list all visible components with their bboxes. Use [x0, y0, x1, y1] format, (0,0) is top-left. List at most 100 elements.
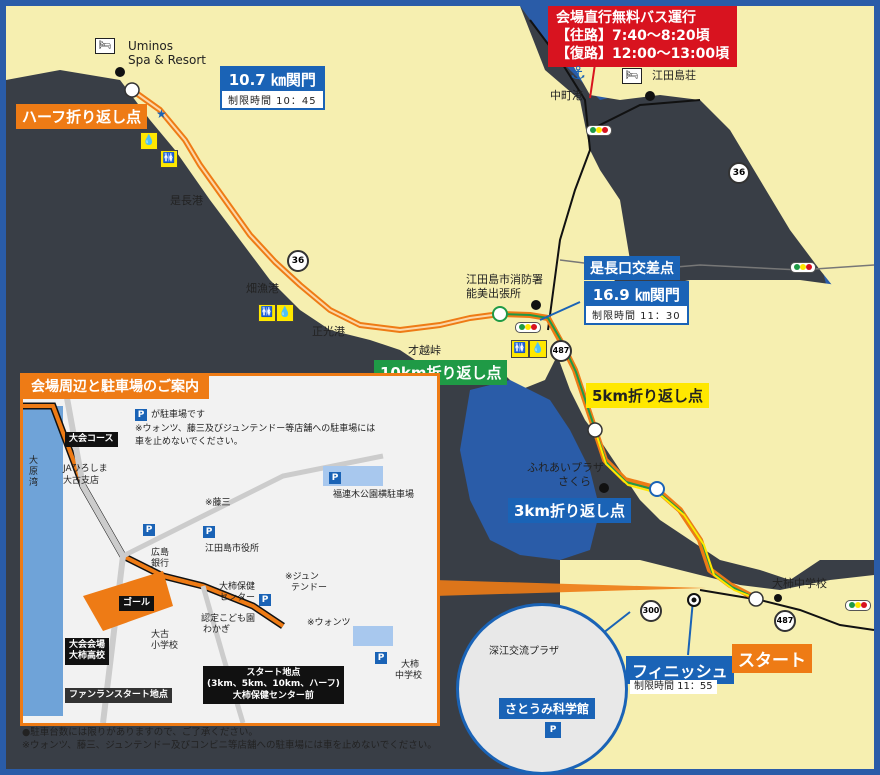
- five-km-turn-callout: 5km折り返し点: [586, 383, 710, 408]
- start-location-1: スタート地点: [246, 668, 301, 678]
- anchor-icon: ⚓: [570, 63, 587, 84]
- route-36-west: 36: [287, 250, 309, 272]
- traffic-light-icon: [845, 600, 871, 611]
- hoken-center-label-1: 大柿保健: [219, 582, 256, 592]
- finish-limit: 制限時間 11：55: [630, 680, 717, 694]
- start-location-3: 大柿保健センター前: [232, 690, 314, 701]
- route-300: 300: [640, 600, 662, 622]
- water-icon: 💧: [140, 132, 158, 150]
- parking-icon: P: [329, 472, 341, 484]
- fanrun-start-label: ファンランスタート地点: [65, 688, 172, 704]
- three-km-turn-point: [649, 481, 665, 497]
- venue-label-1: 大会会場: [69, 640, 106, 650]
- goal-label: ゴール: [119, 596, 155, 612]
- etajimaso-label: 江田島荘: [652, 69, 696, 82]
- free-bus-return: 【復路】12:00～13:00頃: [556, 46, 730, 63]
- route-487-south: 487: [774, 610, 796, 632]
- route-36-north: 36: [728, 162, 750, 184]
- ogaki-jhs-inset-label-2: 中学校: [395, 671, 423, 681]
- fureai-label-1: ふれあいプラザ: [527, 461, 604, 474]
- venue-label: 大会会場 大柿高校: [65, 638, 110, 665]
- note-2: ※ウォンツ、藤三、ジュンテンドー及びコンビニ等店舗への駐車場には車を止めないでく…: [22, 740, 437, 752]
- cut-off-10-7: 10.7 ㎞関門 制限時間 10：45: [220, 66, 325, 110]
- free-bus-outbound: 【往路】7:40～8:20頃: [556, 28, 710, 45]
- resort-label: Uminos Spa & Resort: [128, 39, 206, 67]
- half-turn-callout: ハーフ折り返し点: [16, 104, 148, 129]
- traffic-light-icon: [790, 262, 816, 273]
- free-bus-banner: 会場直行無料バス運行 【往路】7:40～8:20頃 【復路】12:00～13:0…: [548, 6, 738, 67]
- inset-title: 会場周辺と駐車場のご案内: [23, 373, 209, 399]
- bed-icon: 🛏: [622, 68, 642, 84]
- free-bus-title: 会場直行無料バス運行: [556, 10, 696, 26]
- ogaki-jhs-inset-label-1: 大柿: [401, 660, 420, 670]
- satoumi-museum-label: さとうみ科学館: [499, 698, 596, 719]
- water-icon: 💧: [529, 340, 547, 358]
- fukae-plaza-label: 深江交流プラザ: [489, 646, 559, 657]
- hatamyo-port-label: 畑漁港: [246, 282, 279, 295]
- three-km-turn-callout: 3km折り返し点: [508, 498, 632, 523]
- nakamachi-port-label: 中町港: [550, 89, 583, 102]
- toilet-icon: 🚻: [511, 340, 529, 358]
- fire-station-label-2: 能美出張所: [466, 287, 521, 300]
- parking-note-1: ※ウォンツ、藤三及びジュンテンドー等店舗への駐車場には: [135, 424, 376, 434]
- cut-off-16-9-distance: 16.9 ㎞関門: [586, 283, 687, 306]
- saka-pass-label: 才越峠: [408, 344, 441, 357]
- cut-off-16-9-limit: 制限時間 11：30: [592, 311, 681, 322]
- parking-icon: P: [375, 652, 387, 664]
- parking-note-2: 車を止めないでください。: [135, 437, 243, 447]
- toilet-icon: 🚻: [160, 150, 178, 168]
- star-icon: ★: [156, 107, 167, 121]
- note-1: ●駐車台数には限りがありますので、ご了承ください。: [22, 727, 258, 738]
- wants-label: ※ウォンツ: [307, 618, 351, 628]
- kodomoen-label-1: 認定こども園: [201, 614, 256, 624]
- venue-parking-inset: 会場周辺と駐車場のご案内 P が駐車場です ※ウォンツ、藤三及びジュンテンドー等…: [20, 373, 440, 726]
- korenaga-port-label: 是長港: [170, 194, 203, 207]
- course-label: 大会コース: [65, 432, 118, 448]
- ten-km-turn-point: [492, 306, 508, 322]
- cut-off-16-9: 16.9 ㎞関門 制限時間 11：30: [584, 281, 689, 325]
- city-office-label: 江田島市役所: [205, 544, 260, 554]
- footer-notes: ●駐車台数には限りがありますので、ご了承ください。 ※ウォンツ、藤三、ジュンテン…: [22, 726, 437, 753]
- parking-icon: P: [203, 526, 215, 538]
- inset-map-canvas: [23, 376, 437, 723]
- venue-label-2: 大柿高校: [69, 651, 106, 662]
- bed-icon: 🛏: [95, 38, 115, 54]
- oharawan-label: 大原湾: [29, 456, 39, 488]
- parking-icon: P: [545, 722, 561, 738]
- hiroshima-bank-label-1: 広島: [151, 548, 170, 558]
- traffic-light-icon: [515, 322, 541, 333]
- kodomoen-label-2: わかぎ: [203, 625, 231, 635]
- fujisan-label: ※藤三: [205, 498, 231, 508]
- parking-legend: が駐車場です: [151, 410, 206, 420]
- jhs-dot: [774, 594, 782, 602]
- hiroshima-bank-label-2: 銀行: [151, 559, 170, 569]
- satoumi-inset: 深江交流プラザ さとうみ科学館 P: [456, 603, 628, 775]
- ogo-es-label-1: 大古: [151, 630, 170, 640]
- traffic-light-icon: [586, 125, 612, 136]
- ja-label-1: JAひろしま: [63, 464, 108, 474]
- ogo-es-label-2: 小学校: [151, 641, 179, 651]
- toilet-icon: 🚻: [258, 304, 276, 322]
- half-turn-point: [124, 82, 140, 98]
- route-487-mid: 487: [550, 340, 572, 362]
- etajimaso-dot: [645, 91, 655, 101]
- parking-icon: P: [143, 524, 155, 536]
- start-callout: スタート: [732, 644, 812, 673]
- fureai-label-2: さくら: [558, 475, 591, 488]
- cut-off-10-7-distance: 10.7 ㎞関門: [222, 68, 323, 91]
- juntendo-label-2: テンドー: [291, 583, 328, 593]
- start-location-label: スタート地点 (3km、5km、10km、ハーフ) 大柿保健センター前: [203, 666, 344, 704]
- finish-callout: フィニッシュ: [626, 656, 734, 684]
- fire-station-label-1: 江田島市消防署: [466, 273, 543, 286]
- start-point: [748, 591, 764, 607]
- juntendo-label-1: ※ジュン: [285, 572, 319, 582]
- resort-dot: [115, 67, 125, 77]
- korenagaguchi-intersection: 是長口交差点: [584, 256, 680, 280]
- ja-label-2: 大古支店: [63, 476, 100, 486]
- parking-icon: P: [135, 409, 147, 421]
- fureai-dot: [599, 483, 609, 493]
- shoko-port-label: 正光港: [312, 325, 345, 338]
- hoken-center-label-2: センター: [219, 593, 256, 603]
- fukudaki-parking-label: 福連木公園横駐車場: [333, 490, 415, 500]
